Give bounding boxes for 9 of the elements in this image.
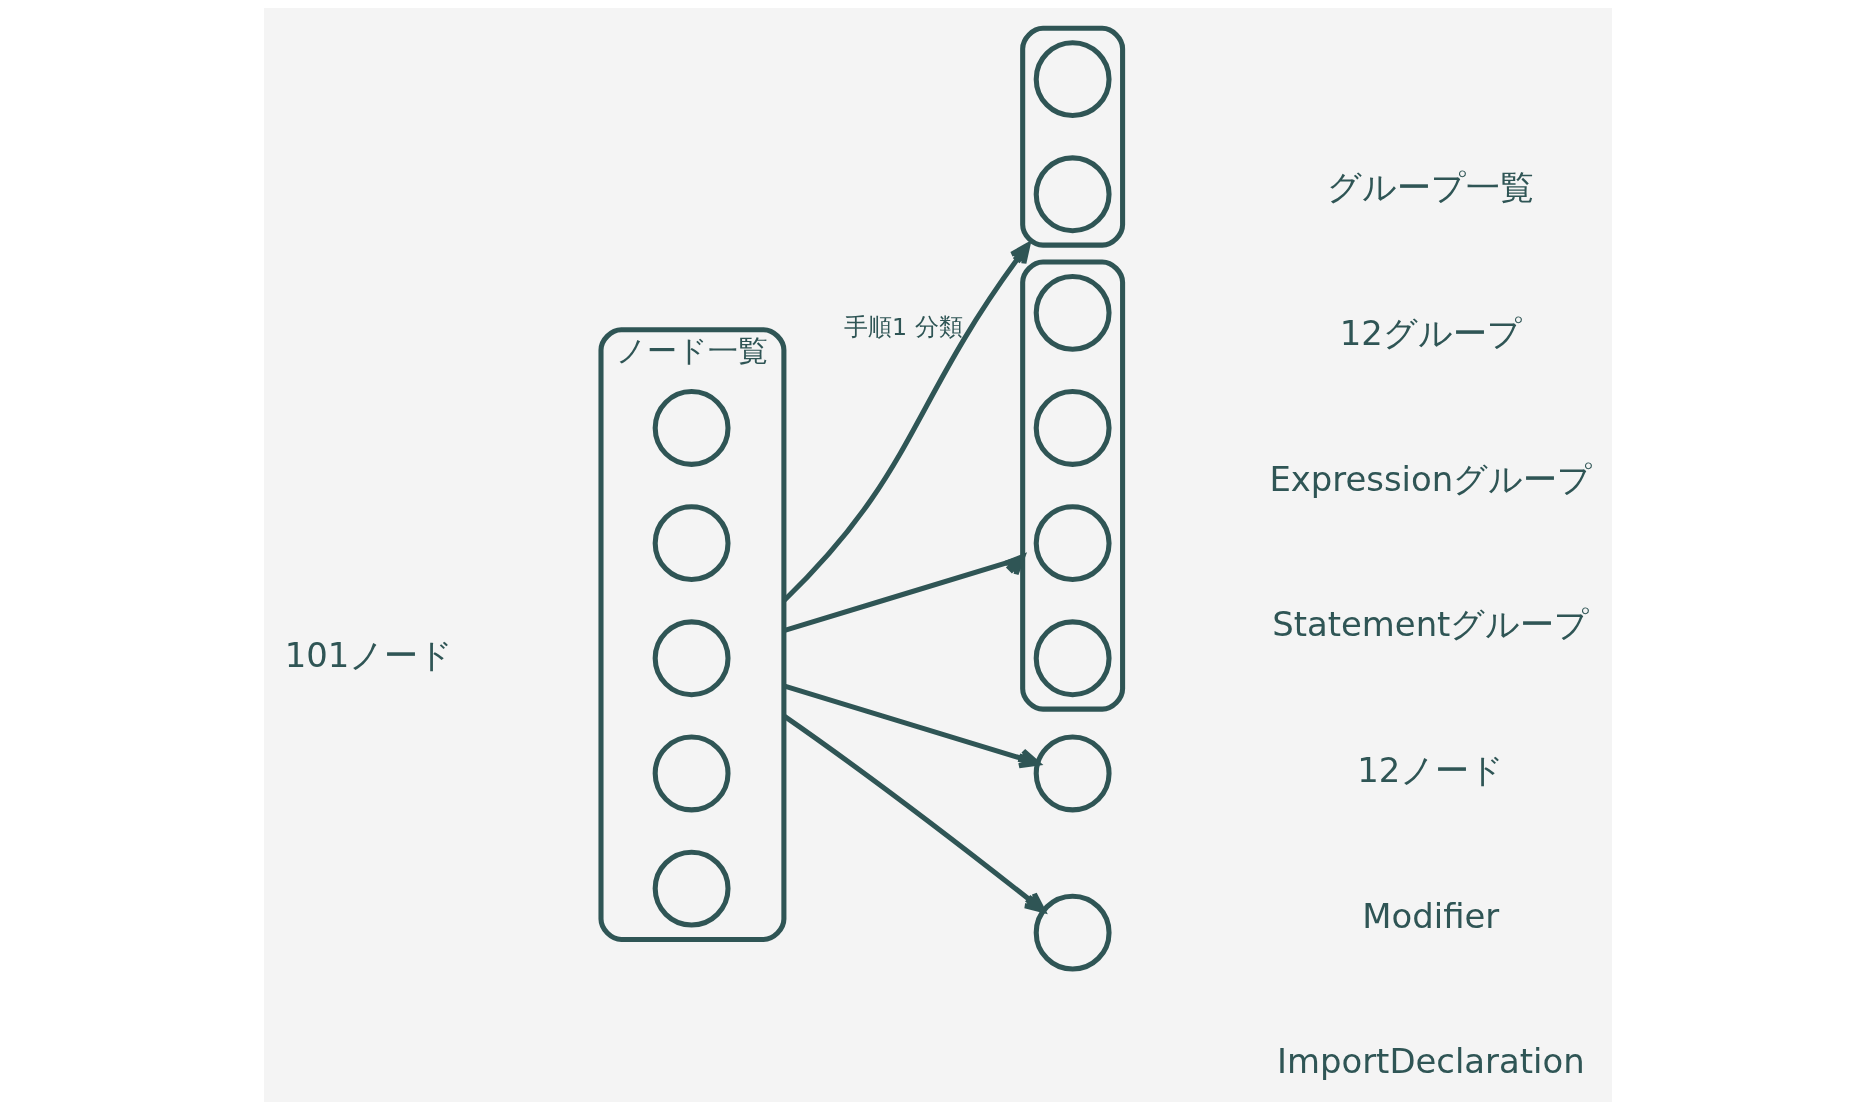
label: Statementグループ — [1272, 605, 1590, 645]
label: ImportDeclaration — [1277, 1042, 1585, 1082]
label: Modifier — [1362, 896, 1500, 936]
label: Expressionグループ — [1269, 459, 1593, 499]
edge-label: 手順1 分類 — [843, 313, 963, 342]
label: グループ一覧 — [1327, 168, 1535, 208]
label: 101ノード — [284, 635, 454, 675]
label: 12ノード — [1357, 750, 1505, 790]
label: 12グループ — [1339, 314, 1522, 354]
